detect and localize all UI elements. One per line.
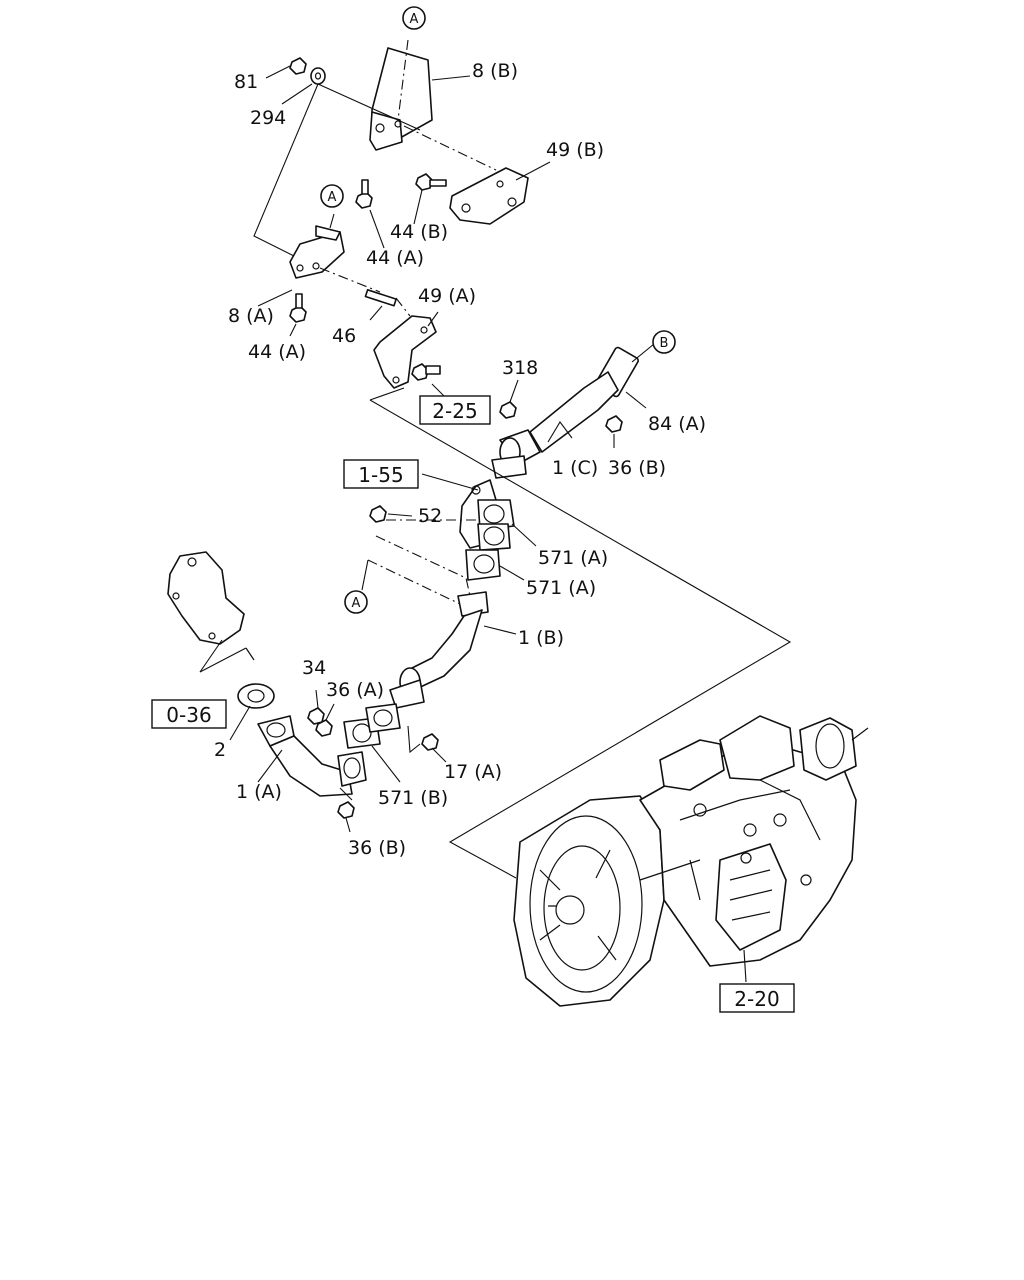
pipe-1c xyxy=(491,346,639,479)
bracket-8b xyxy=(369,39,433,151)
label-294: 294 xyxy=(250,107,286,129)
ref-box-2-25: 2-25 xyxy=(419,395,491,425)
bracket-8a xyxy=(289,225,345,279)
marker-b: B xyxy=(652,330,676,354)
label-84a: 84 (A) xyxy=(648,413,706,435)
nut-52 xyxy=(369,505,387,523)
label-36a: 36 (A) xyxy=(326,679,384,701)
label-52: 52 xyxy=(418,505,442,527)
label-81: 81 xyxy=(234,71,258,93)
part-labels: 81 294 8 (B) 49 (B) 44 (B) 44 (A) 8 (A) … xyxy=(214,60,706,859)
bracket-49b xyxy=(449,167,529,225)
ref-0-36: 0-36 xyxy=(166,703,211,727)
bolt-44b xyxy=(415,173,447,191)
ref-box-1-55: 1-55 xyxy=(343,459,419,489)
ref-2-20: 2-20 xyxy=(734,987,779,1011)
pipe-1b xyxy=(389,591,489,709)
washer-294 xyxy=(310,67,326,85)
label-8a: 8 (A) xyxy=(228,305,274,327)
bolt-17a xyxy=(421,733,439,751)
nut-36b-bottom xyxy=(337,801,355,819)
flange-571b xyxy=(343,703,401,749)
label-44b: 44 (B) xyxy=(390,221,448,243)
label-49a: 49 (A) xyxy=(418,285,476,307)
marker-a-low: A xyxy=(344,590,368,614)
marker-b-text: B xyxy=(660,336,669,351)
label-1c: 1 (C) xyxy=(552,457,598,479)
label-49b: 49 (B) xyxy=(546,139,604,161)
label-571a-1: 571 (A) xyxy=(538,547,608,569)
label-1a: 1 (A) xyxy=(236,781,282,803)
label-2: 2 xyxy=(214,739,226,761)
bolt-44a-top xyxy=(355,179,373,209)
bolt-44a-bot xyxy=(289,293,307,323)
ref-box-2-20: 2-20 xyxy=(719,983,795,1013)
bolt-81 xyxy=(289,57,307,75)
bracket-49a xyxy=(373,315,437,389)
label-318: 318 xyxy=(502,357,538,379)
ref-box-0-36: 0-36 xyxy=(151,699,227,729)
gasket-2 xyxy=(237,683,275,709)
label-36b-bottom: 36 (B) xyxy=(348,837,406,859)
marker-a-mid-text: A xyxy=(328,190,337,205)
marker-a-mid: A xyxy=(320,184,344,208)
marker-a-top: A xyxy=(402,6,426,30)
marker-a-top-text: A xyxy=(410,12,419,27)
leader-lines xyxy=(229,65,747,983)
ref-2-25: 2-25 xyxy=(432,399,477,423)
bolt-318 xyxy=(499,401,517,419)
label-34: 34 xyxy=(302,657,326,679)
flange-571a-lower xyxy=(465,549,501,581)
label-44a-top: 44 (A) xyxy=(366,247,424,269)
flange-571a-upper xyxy=(477,499,515,551)
transmission-2-20 xyxy=(513,715,869,1007)
bolt-2-25 xyxy=(411,363,441,381)
label-46: 46 xyxy=(332,325,356,347)
manifold-0-36 xyxy=(167,551,255,661)
label-1b: 1 (B) xyxy=(518,627,564,649)
stud-46 xyxy=(364,289,397,307)
ref-1-55: 1-55 xyxy=(358,463,403,487)
label-571a-2: 571 (A) xyxy=(526,577,596,599)
pipe-1a xyxy=(257,715,367,797)
label-8b: 8 (B) xyxy=(472,60,518,82)
label-44a-bottom: 44 (A) xyxy=(248,341,306,363)
label-36b-top: 36 (B) xyxy=(608,457,666,479)
label-17a: 17 (A) xyxy=(444,761,502,783)
connector-lines xyxy=(199,83,792,879)
label-571b: 571 (B) xyxy=(378,787,448,809)
marker-a-low-text: A xyxy=(352,596,361,611)
